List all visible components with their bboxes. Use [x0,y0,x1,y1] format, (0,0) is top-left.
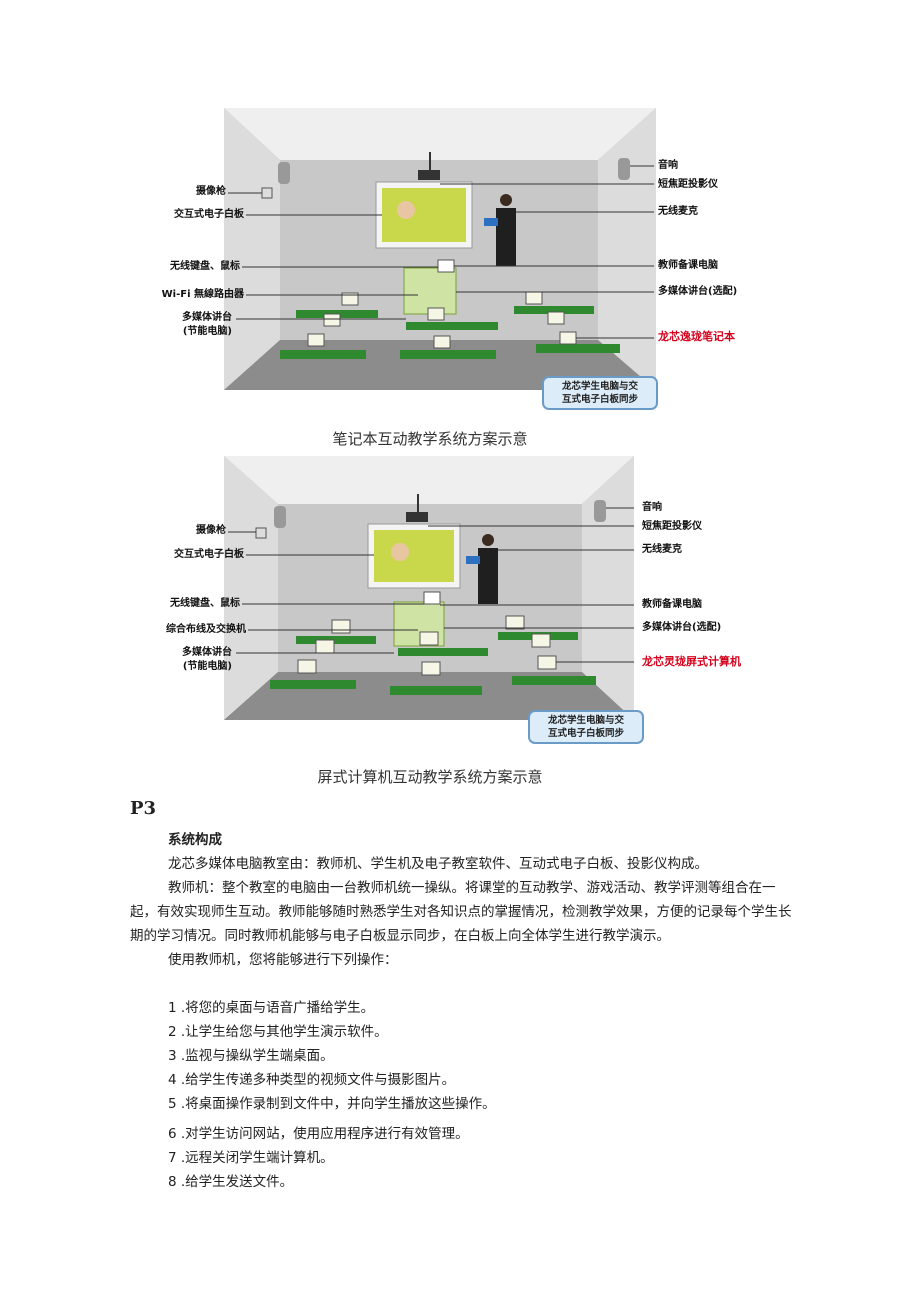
label-whiteboard: 交互式电子白板 [174,549,244,560]
label-speaker: 音响 [658,160,678,171]
sync-bubble: 龙芯学生电脑与交 互式电子白板同步 [542,376,658,410]
list-item: 6 .对学生访问网站，使用应用程序进行有效管理。 [168,1126,469,1142]
figure-notebook-classroom: 摄像枪 交互式电子白板 无线键盘、鼠标 Wi-Fi 無線路由器 多媒体讲台 (节… [128,100,737,452]
label-podium: 多媒体讲台 [182,312,232,323]
classroom-illustration-2 [224,456,634,720]
podium [403,267,457,315]
label-camera: 摄像枪 [196,186,226,197]
list-item: 2 .让学生给您与其他学生演示软件。 [168,1024,388,1040]
label-teacher-pc: 教师备课电脑 [642,599,702,610]
label-microphone: 无线麦克 [642,544,682,555]
figure-caption: 屏式计算机互动教学系统方案示意 [317,768,543,786]
whiteboard-screen [382,188,466,242]
sync-bubble-line-2: 互式电子白板同步 [547,728,624,739]
figure-caption: 笔记本互动教学系统方案示意 [332,430,528,448]
list-item: 8 .给学生发送文件。 [168,1174,294,1190]
teacher-figure [478,548,498,604]
label-cabling-switch: 综合布线及交换机 [166,624,246,635]
label-podium-note: (节能电脑) [182,661,232,672]
intro-paragraph: 龙芯多媒体电脑教室由：教师机、学生机及电子教室软件、互动式电子白板、投影仪构成。 [168,856,708,872]
label-keyboard-mouse: 无线键盘、鼠标 [170,598,240,609]
sync-bubble-line-1: 龙芯学生电脑与交 [547,715,624,726]
label-loongson-notebook: 龙芯逸珑笔记本 [658,330,735,343]
section-title: 系统构成 [168,832,222,848]
figure-screen-computer-classroom: 摄像枪 交互式电子白板 无线键盘、鼠标 综合布线及交换机 多媒体讲台 (节能电脑… [128,448,741,792]
label-projector: 短焦距投影仪 [642,521,702,532]
label-podium-optional: 多媒体讲台(选配) [658,286,738,297]
label-whiteboard: 交互式电子白板 [174,209,244,220]
label-microphone: 无线麦克 [658,206,698,217]
label-loongson-screen-computer: 龙芯灵珑屏式计算机 [642,655,741,668]
teacher-paragraph: 教师机：整个教室的电脑由一台教师机统一操纵。将课堂的互动教学、游戏活动、教学评测… [130,880,792,944]
list-item: 5 .将桌面操作录制到文件中，并向学生播放这些操作。 [168,1096,496,1112]
camera-icon [255,527,267,539]
projector-icon [406,512,428,522]
sync-bubble-line-2: 互式电子白板同步 [561,394,638,405]
label-podium: 多媒体讲台 [182,647,232,658]
section-title-block: 系统构成 龙芯多媒体电脑教室由：教师机、学生机及电子教室软件、互动式电子白板、投… [130,828,794,972]
list-item: 4 .给学生传递多种类型的视频文件与摄影图片。 [168,1072,456,1088]
list-item: 3 .监视与操纵学生端桌面。 [168,1048,334,1064]
classroom-illustration-1 [224,108,656,390]
teacher-figure [496,208,516,266]
label-speaker: 音响 [642,502,662,513]
label-teacher-pc: 教师备课电脑 [658,260,718,271]
speaker-icon [278,162,290,184]
list-item: 7 .远程关闭学生端计算机。 [168,1150,334,1166]
speaker-icon [274,506,286,528]
list-intro: 使用教师机，您将能够进行下列操作： [168,952,398,968]
list-item: 1 .将您的桌面与语音广播给学生。 [168,1000,375,1016]
projector-icon [418,170,440,180]
label-keyboard-mouse: 无线键盘、鼠标 [170,261,240,272]
label-podium-note: (节能电脑) [182,326,232,337]
label-podium-optional: 多媒体讲台(选配) [642,622,722,633]
sync-bubble: 龙芯学生电脑与交 互式电子白板同步 [528,710,644,744]
page-marker: P3 [130,798,157,819]
label-projector: 短焦距投影仪 [658,179,718,190]
whiteboard-screen [374,530,454,582]
label-camera: 摄像枪 [196,525,226,536]
camera-icon [261,187,273,199]
sync-bubble-line-1: 龙芯学生电脑与交 [561,381,638,392]
label-wifi-router: Wi-Fi 無線路由器 [161,289,244,300]
